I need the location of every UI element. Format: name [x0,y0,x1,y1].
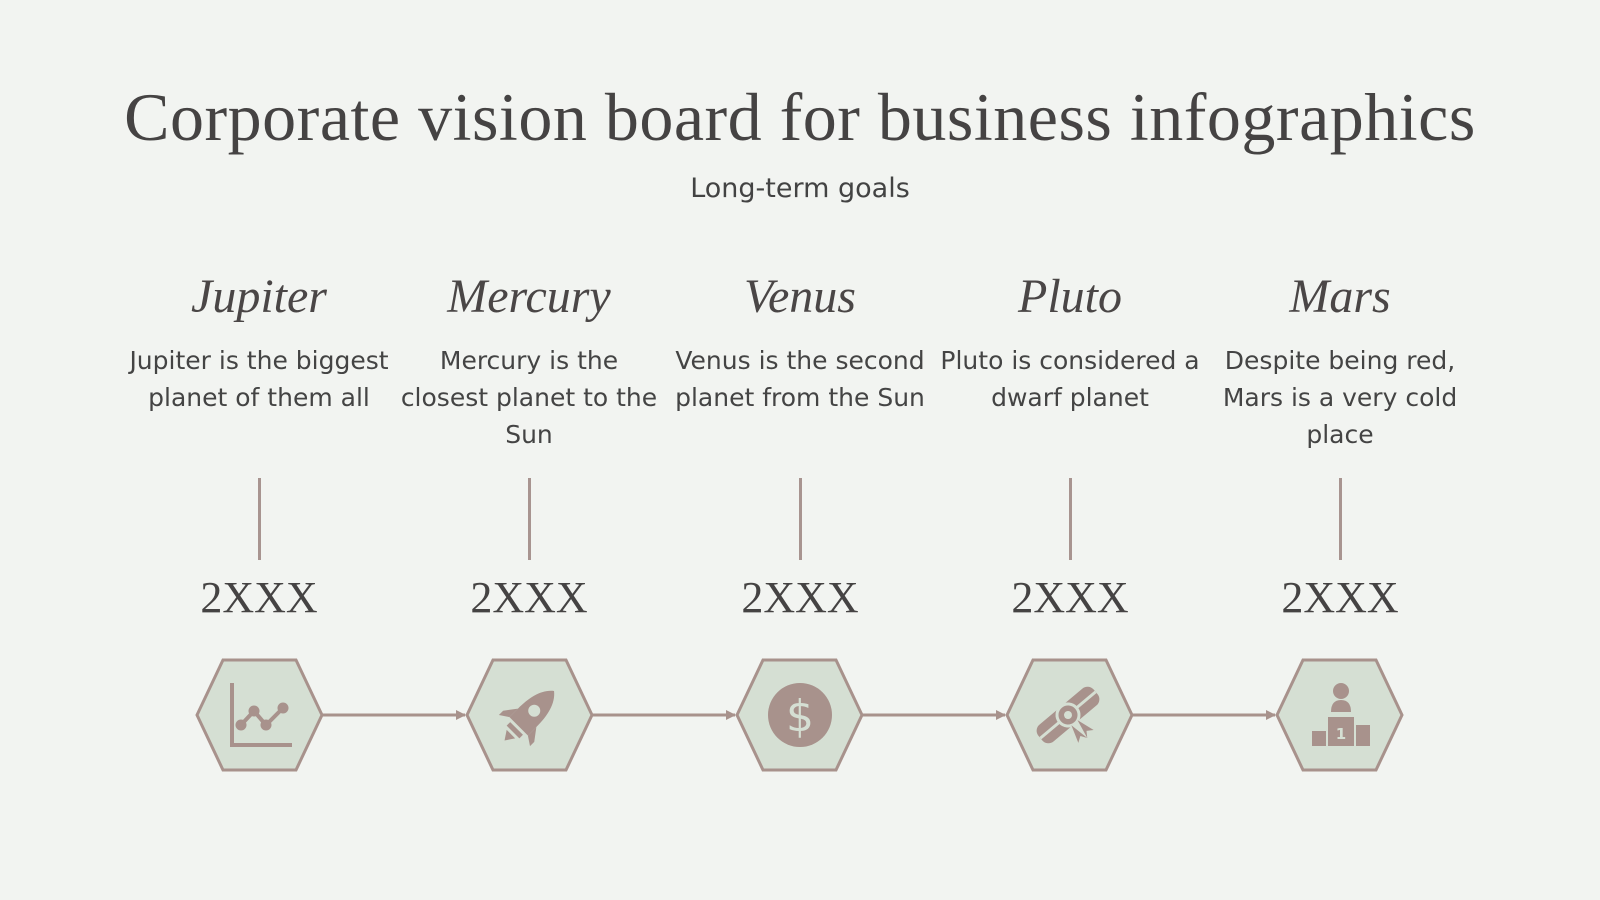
hexagon-mercury [465,658,594,772]
goal-description: Venus is the second planet from the Sun [675,346,925,412]
goal-name: Mars [1289,270,1391,323]
hexagon-venus: $ [735,658,864,772]
connector-line [257,478,261,560]
rocket-icon [498,690,555,747]
goal-column-mars: Mars Despite being red, Mars is a very c… [1205,262,1475,623]
goal-description: Pluto is considered a dwarf planet [940,346,1200,412]
goal-name: Mercury [447,270,611,323]
goal-column-venus: Venus Venus is the second planet from th… [665,262,935,623]
goal-column-mercury: Mercury Mercury is the closest planet to… [394,262,664,623]
connector-line [798,478,802,560]
hexagon-pluto [1005,658,1134,772]
line-chart-icon [230,683,292,747]
connector-line [1068,478,1072,560]
goal-year: 2XXX [200,573,318,622]
goal-description: Despite being red, Mars is a very cold p… [1222,346,1458,449]
svg-text:$: $ [786,691,814,742]
goal-column-pluto: Pluto Pluto is considered a dwarf planet… [935,262,1205,623]
page-subtitle: Long-term goals [690,173,910,204]
page-title: Corporate vision board for business info… [124,79,1476,155]
goal-year: 2XXX [1011,573,1129,622]
diploma-icon [1036,686,1100,744]
goal-name: Pluto [1018,270,1122,323]
goal-name: Venus [744,270,856,323]
podium-icon: 1 [1312,683,1370,746]
goal-description: Mercury is the closest planet to the Sun [400,346,658,449]
goal-year: 2XXX [1281,573,1399,622]
hexagon-jupiter [195,658,324,772]
goal-name: Jupiter [191,270,327,323]
timeline-flow: $ 1 [195,658,1404,772]
goal-column-jupiter: Jupiter Jupiter is the biggest planet of… [124,262,394,623]
dollar-coin-icon: $ [768,683,832,747]
connector-line [1338,478,1342,560]
connector-line [527,478,531,560]
svg-text:1: 1 [1336,725,1346,743]
goal-year: 2XXX [741,573,859,622]
goal-year: 2XXX [470,573,588,622]
goal-description: Jupiter is the biggest planet of them al… [129,346,389,412]
hexagon-mars: 1 [1275,658,1404,772]
